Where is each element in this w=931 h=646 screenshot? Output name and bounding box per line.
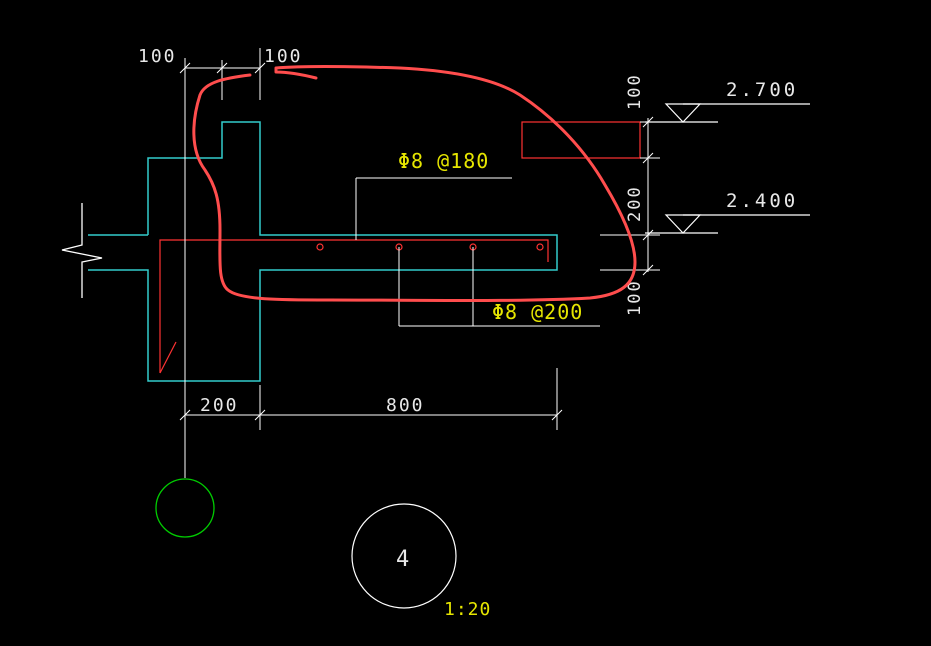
break-line — [61, 203, 103, 298]
level-upper: 2.700 — [726, 79, 798, 101]
dimension-top-left: 100 — [138, 46, 177, 67]
rebar-dot — [316, 243, 324, 251]
rebar-label-upper: Φ8 @180 — [398, 149, 489, 173]
axis-marker — [155, 58, 215, 538]
rebar-dot — [536, 243, 544, 251]
dimension-vertical-middle: 200 — [625, 185, 645, 222]
detail-number: 4 — [396, 547, 409, 572]
level-markers — [645, 103, 810, 234]
rebar-bars — [159, 121, 641, 374]
dimension-vertical-top: 100 — [625, 73, 645, 110]
dimension-vertical-bottom: 100 — [625, 279, 645, 316]
markup-loop — [192, 65, 637, 302]
concrete-outline — [88, 121, 558, 382]
leader-lines — [355, 177, 600, 327]
detail-circle — [351, 503, 457, 609]
bottom-dimension — [179, 368, 563, 430]
dimension-bottom-left: 200 — [200, 395, 239, 416]
level-lower: 2.400 — [726, 190, 798, 212]
detail-scale: 1:20 — [444, 599, 491, 620]
top-dimension — [179, 48, 266, 100]
rebar-label-lower: Φ8 @200 — [492, 300, 583, 324]
dimension-bottom-right: 800 — [386, 395, 425, 416]
upper-slab-section — [521, 121, 641, 159]
dimension-top-right: 100 — [264, 46, 303, 67]
